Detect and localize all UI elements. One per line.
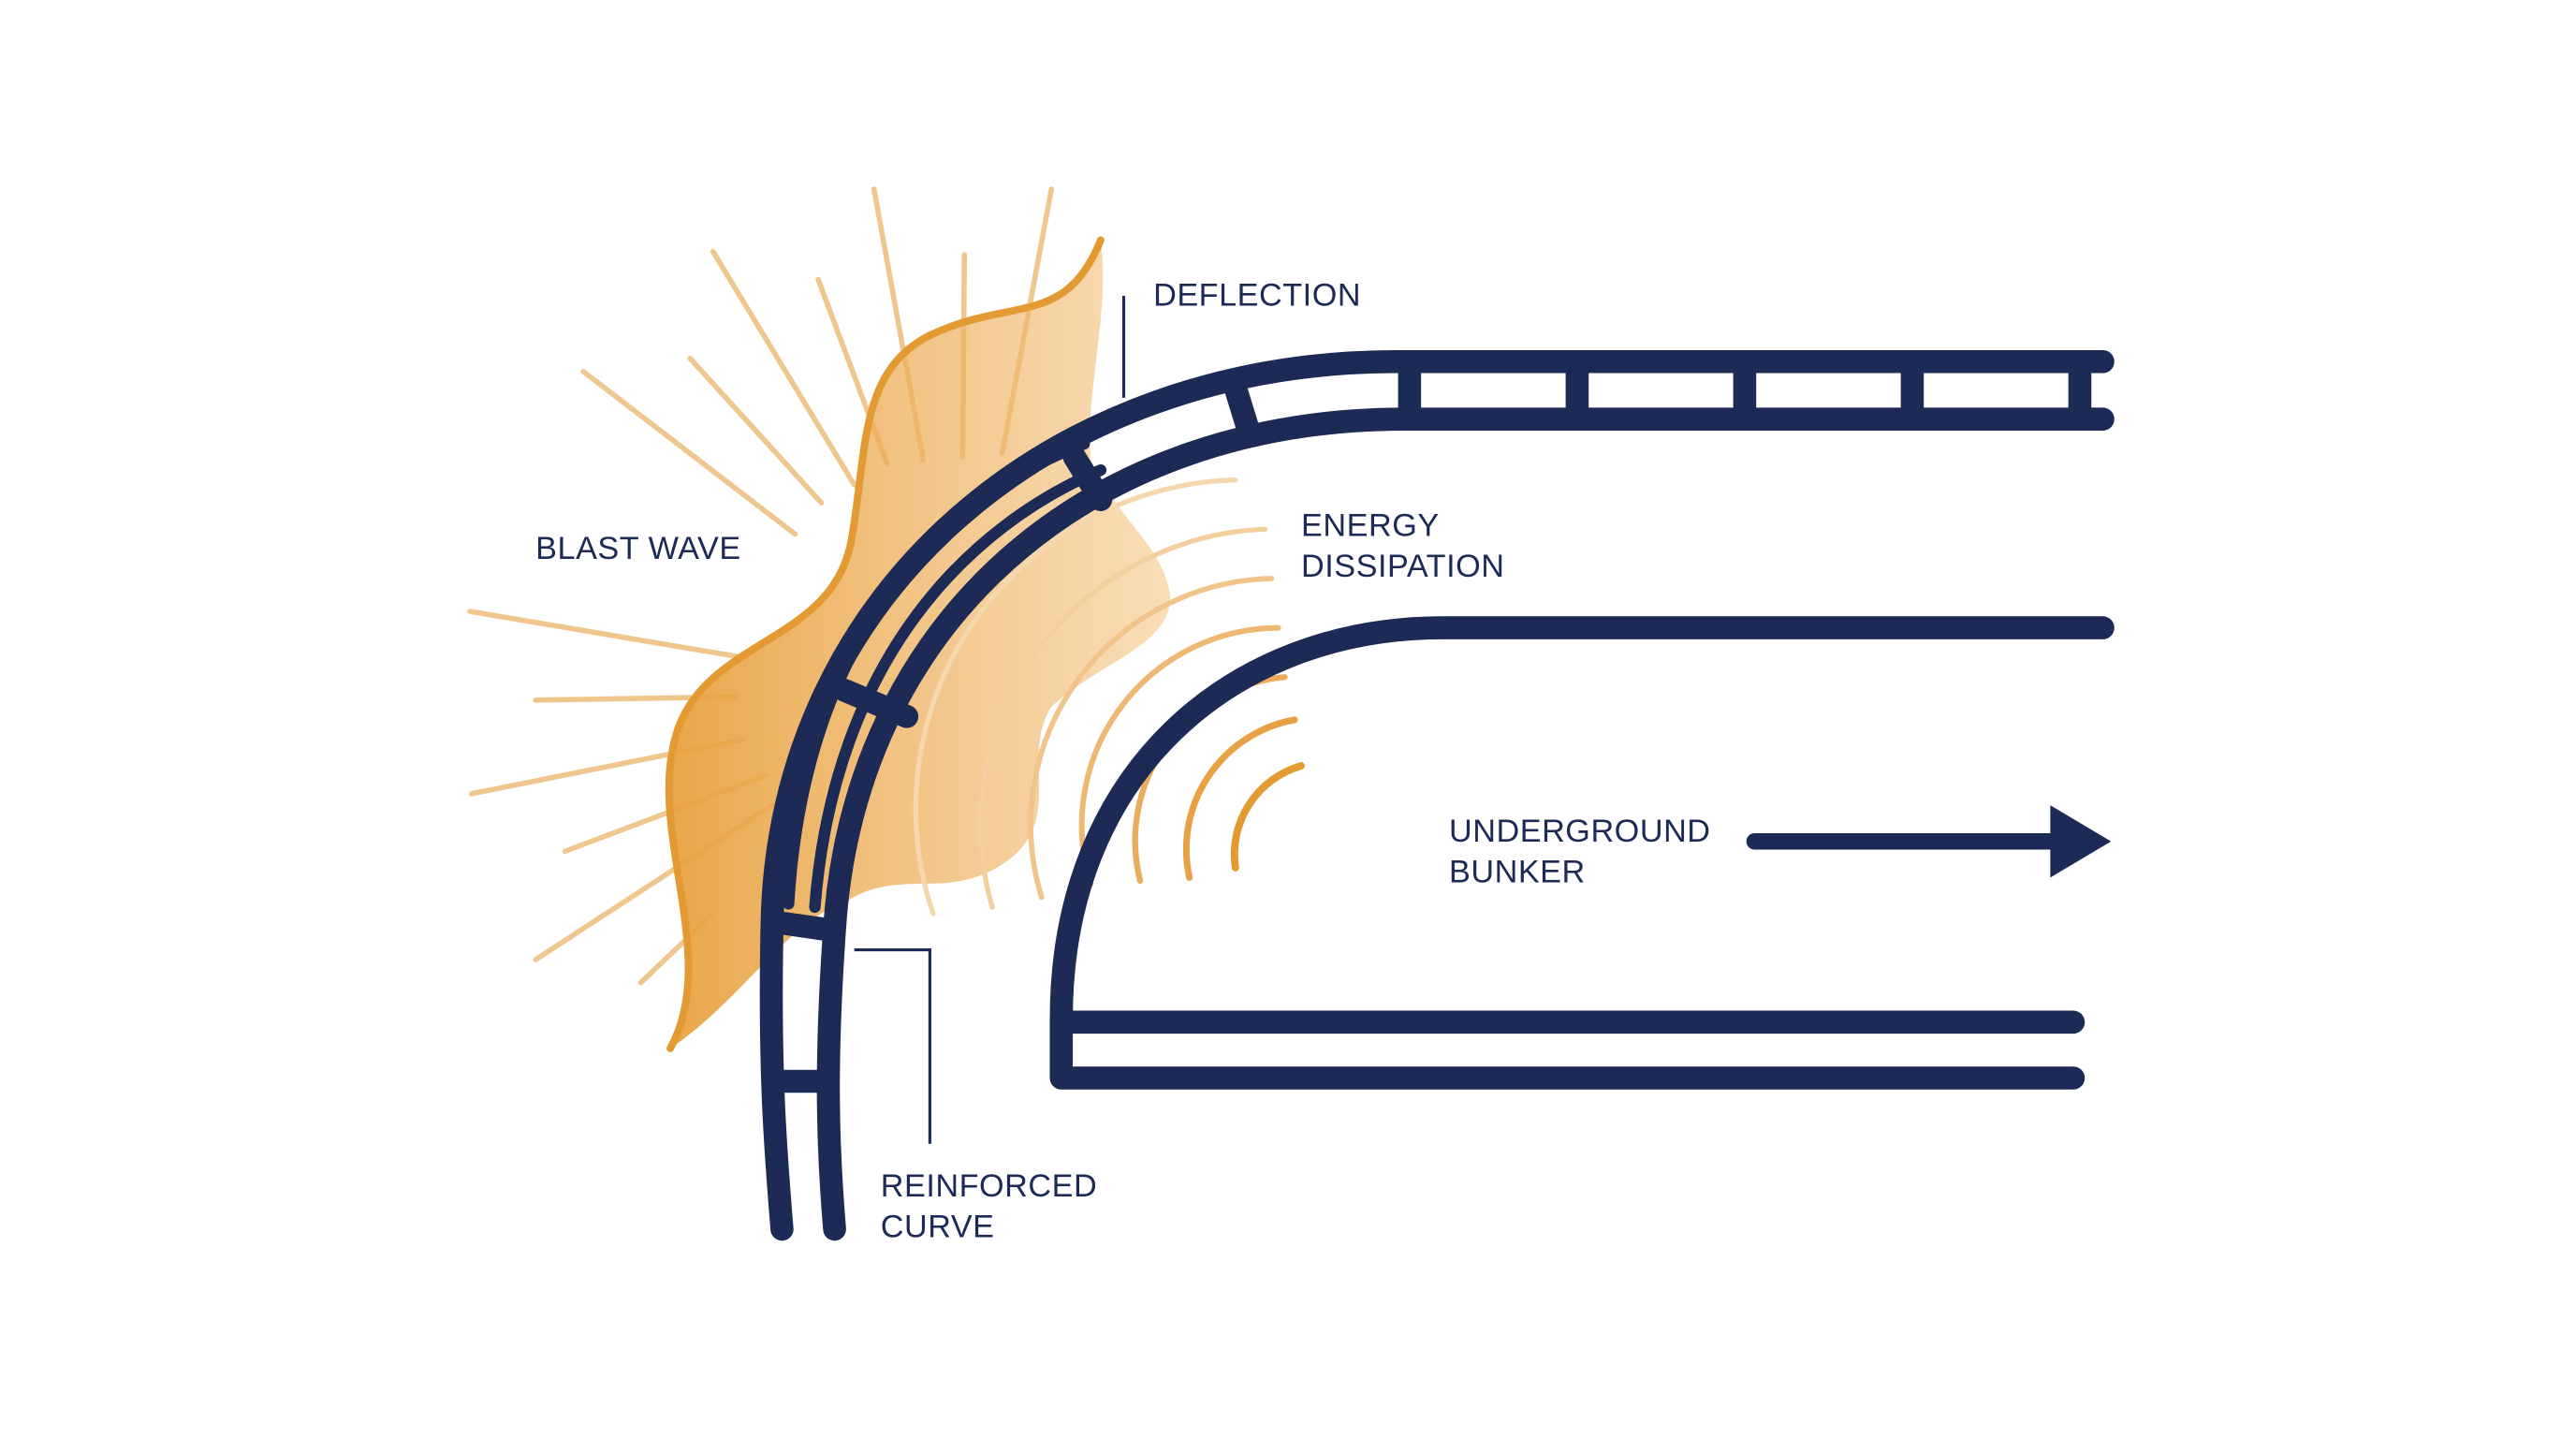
dissipation-arcs (913, 477, 1305, 917)
arrow-head (2050, 805, 2112, 878)
dissipation-arc (1182, 716, 1298, 881)
label-reinforced-curve-line2: CURVE (881, 1210, 995, 1245)
underground-bunker (1049, 616, 2115, 1090)
reinforced-shell (759, 349, 2115, 1241)
label-underground-bunker-line1: UNDERGROUND (1449, 814, 1711, 849)
labels: DEFLECTION BLAST WAVE ENERGY DISSIPATION… (535, 278, 1710, 1245)
label-blast-wave: BLAST WAVE (535, 531, 741, 566)
bunker-roof-wall (1049, 616, 2115, 1090)
dissipation-arc (913, 477, 1238, 917)
dissipation-arc (977, 526, 1268, 910)
blast-ray (467, 609, 746, 660)
blast-wave-front (665, 236, 1105, 1052)
shell-outer-wall (759, 349, 2115, 1241)
shell-brace (1062, 445, 1113, 511)
label-energy-dissipation-line1: ENERGY (1301, 507, 1440, 543)
shell-brace (832, 678, 919, 728)
blast-ray (580, 368, 798, 537)
dissipation-arc (1078, 624, 1281, 888)
label-underground-bunker-line2: BUNKER (1449, 855, 1586, 890)
label-deflection: DEFLECTION (1153, 278, 1361, 314)
reinforced-leader (854, 948, 931, 1144)
shell-brace (1223, 376, 1261, 443)
blast-ray (687, 355, 825, 506)
label-energy-dissipation-line2: DISSIPATION (1301, 549, 1504, 584)
shell-inner-wall (816, 407, 2115, 1241)
arrow-right-icon (1746, 805, 2112, 878)
leader-lines (854, 296, 1126, 1144)
shell-mid-line-1 (783, 437, 1090, 910)
dissipation-arc (1028, 576, 1275, 901)
blast-ray (710, 248, 857, 488)
label-reinforced-curve-line1: REINFORCED (881, 1168, 1097, 1204)
shell-mid-line-2 (809, 463, 1107, 914)
dissipation-arc (1230, 762, 1305, 872)
shell-brace (773, 912, 843, 942)
